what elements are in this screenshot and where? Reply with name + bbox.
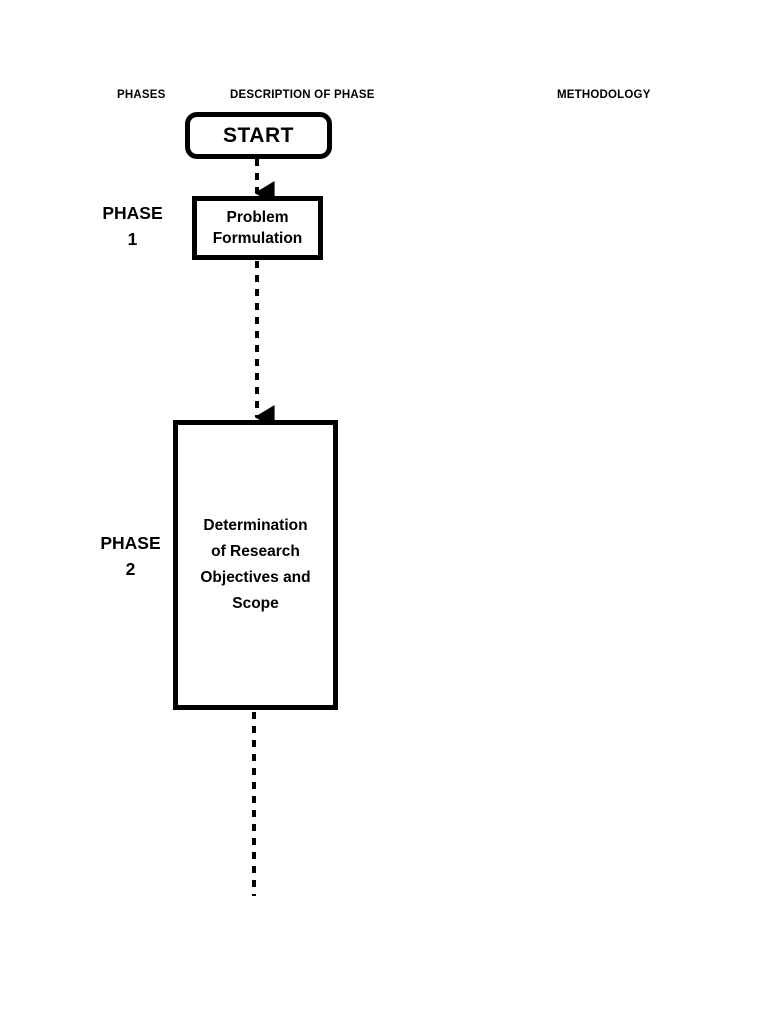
- phase-label-1-word: PHASE: [102, 203, 163, 223]
- phase-label-2-number: 2: [125, 559, 136, 579]
- column-header-phases: PHASES: [117, 89, 166, 101]
- flow-node-problem-formulation[interactable]: Problem Formulation: [192, 196, 323, 260]
- node-text-line: Problem: [226, 209, 289, 226]
- column-header-description-of-phase: DESCRIPTION OF PHASE: [230, 89, 375, 101]
- flow-node-objectives-and-scope[interactable]: Determination of Research Objectives and…: [173, 420, 338, 710]
- column-header-methodology: METHODOLOGY: [557, 89, 651, 101]
- phase-label-2-word: PHASE: [100, 533, 161, 553]
- flow-node-start-label: START: [223, 123, 294, 147]
- flow-node-problem-formulation-label: Problem Formulation: [213, 207, 303, 249]
- phase-label-1: PHASE 1: [85, 200, 180, 252]
- node-text-line: Formulation: [212, 230, 303, 247]
- node-text-line: Scope: [232, 595, 279, 612]
- flow-node-start[interactable]: START: [185, 112, 332, 159]
- node-text-line: Objectives and: [200, 569, 311, 586]
- flow-node-objectives-and-scope-label: Determination of Research Objectives and…: [200, 513, 310, 617]
- node-text-line: of Research: [211, 543, 300, 560]
- node-text-line: Determination: [203, 517, 308, 534]
- phase-label-1-number: 1: [127, 229, 138, 249]
- phase-label-2: PHASE 2: [83, 530, 178, 582]
